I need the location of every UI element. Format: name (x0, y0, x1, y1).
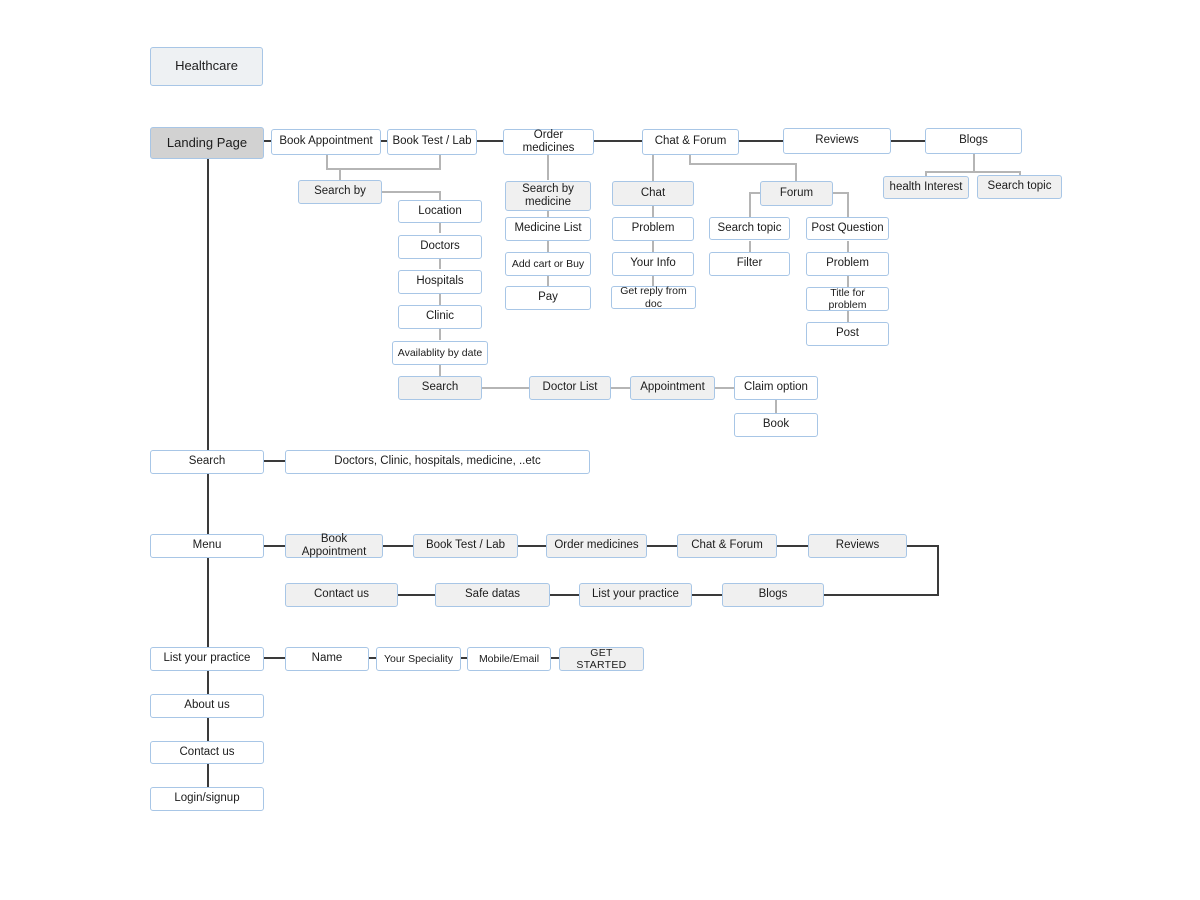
node-book-test-lab[interactable]: Book Test / Lab (387, 129, 477, 155)
node-order-medicines[interactable]: Order medicines (503, 129, 594, 155)
node-search-by-medicine[interactable]: Search by medicine (505, 181, 591, 211)
node-menu-book-appointment[interactable]: Book Appointment (285, 533, 383, 558)
node-blogs[interactable]: Blogs (925, 128, 1022, 154)
node-menu-contact-us[interactable]: Contact us (285, 583, 398, 607)
node-forum[interactable]: Forum (760, 181, 833, 206)
node-reviews[interactable]: Reviews (783, 128, 891, 154)
node-post[interactable]: Post (806, 322, 889, 346)
node-search-left[interactable]: Search (150, 450, 264, 474)
node-book[interactable]: Book (734, 413, 818, 437)
node-your-info[interactable]: Your Info (612, 252, 694, 276)
node-menu-chat-forum[interactable]: Chat & Forum (677, 534, 777, 558)
node-menu-list-your-practice[interactable]: List your practice (579, 583, 692, 607)
node-search-result[interactable]: Search (398, 376, 482, 400)
node-pay[interactable]: Pay (505, 286, 591, 310)
node-book-appointment[interactable]: Book Appointment (271, 129, 381, 155)
node-login-signup[interactable]: Login/signup (150, 787, 264, 811)
node-appointment[interactable]: Appointment (630, 376, 715, 400)
node-medicine-list[interactable]: Medicine List (505, 217, 591, 241)
node-chat[interactable]: Chat (612, 181, 694, 206)
node-availability-by-date[interactable]: Availablity by date (392, 341, 488, 365)
node-menu[interactable]: Menu (150, 534, 264, 558)
node-menu-safe-datas[interactable]: Safe datas (435, 583, 550, 607)
node-location[interactable]: Location (398, 200, 482, 223)
node-forum-problem[interactable]: Problem (806, 252, 889, 276)
node-your-speciality[interactable]: Your Speciality (376, 647, 461, 671)
node-menu-blogs[interactable]: Blogs (722, 583, 824, 607)
node-list-your-practice[interactable]: List your practice (150, 647, 264, 671)
node-filter[interactable]: Filter (709, 252, 790, 276)
node-clinic[interactable]: Clinic (398, 305, 482, 329)
node-title-for-problem[interactable]: Title for problem (806, 287, 889, 311)
diagram-title-box: Healthcare (150, 47, 263, 86)
node-hospitals[interactable]: Hospitals (398, 270, 482, 294)
node-doctor-list[interactable]: Doctor List (529, 376, 611, 400)
node-get-reply-from-doc[interactable]: Get reply from doc (611, 285, 696, 310)
node-post-question[interactable]: Post Question (806, 217, 889, 240)
node-claim-option[interactable]: Claim option (734, 376, 818, 400)
node-name-field[interactable]: Name (285, 647, 369, 671)
node-forum-search-topic[interactable]: Search topic (709, 217, 790, 240)
node-chat-forum[interactable]: Chat & Forum (642, 129, 739, 155)
node-blogs-search-topic[interactable]: Search topic (977, 175, 1062, 199)
node-contact-us[interactable]: Contact us (150, 741, 264, 764)
node-landing-page[interactable]: Landing Page (150, 127, 264, 159)
node-about-us[interactable]: About us (150, 694, 264, 718)
node-mobile-email[interactable]: Mobile/Email (467, 647, 551, 671)
node-search-by[interactable]: Search by (298, 180, 382, 204)
node-chat-problem[interactable]: Problem (612, 217, 694, 241)
node-doctors[interactable]: Doctors (398, 235, 482, 259)
node-menu-book-test-lab[interactable]: Book Test / Lab (413, 534, 518, 558)
node-menu-order-medicines[interactable]: Order medicines (546, 534, 647, 558)
node-search-scope: Doctors, Clinic, hospitals, medicine, ..… (285, 450, 590, 474)
node-menu-reviews[interactable]: Reviews (808, 534, 907, 558)
node-add-cart-or-buy[interactable]: Add cart or Buy (505, 252, 591, 276)
node-get-started[interactable]: GET STARTED (559, 647, 644, 671)
node-health-interest[interactable]: health Interest (883, 176, 969, 199)
